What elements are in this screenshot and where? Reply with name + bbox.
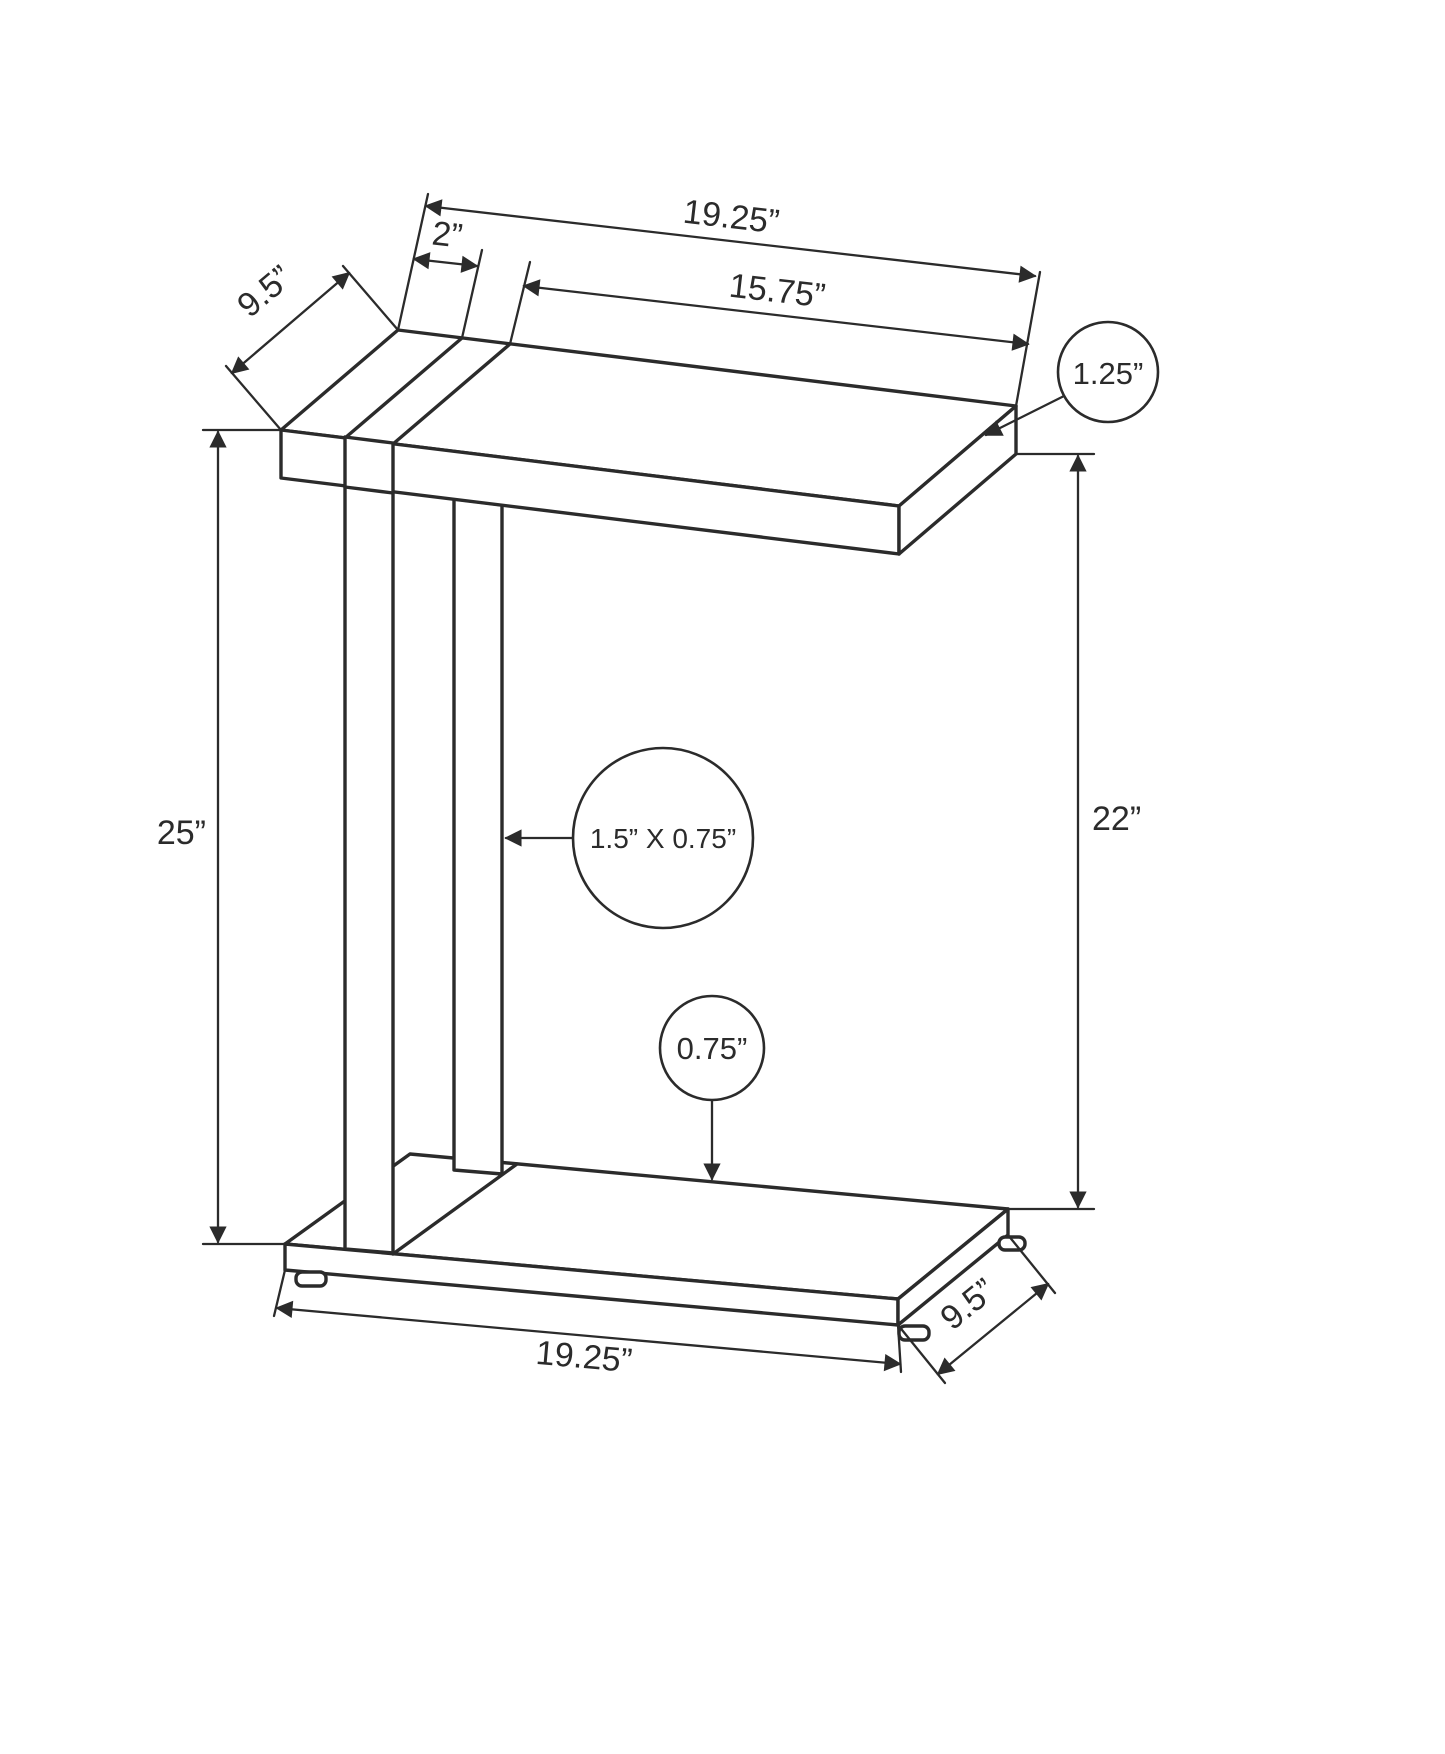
extension-line bbox=[224, 364, 283, 432]
base-joint-line bbox=[391, 1162, 519, 1256]
label-overall-height: 25” bbox=[157, 814, 206, 852]
tabletop-joint-line-right bbox=[391, 342, 512, 446]
extension-line bbox=[508, 260, 532, 346]
label-top-edge-inset: 2” bbox=[430, 214, 464, 255]
dim-line-top-clear-width bbox=[522, 279, 1030, 351]
label-top-width: 19.25” bbox=[681, 193, 781, 242]
label-base-width: 19.25” bbox=[534, 1334, 633, 1380]
tabletop-end-face bbox=[897, 404, 1018, 556]
label-top-thickness: 1.25” bbox=[1073, 356, 1144, 391]
extension-line bbox=[396, 192, 430, 332]
foot-front-left bbox=[294, 1270, 328, 1288]
dim-line-base-width bbox=[275, 1300, 902, 1372]
label-top-depth: 9.5” bbox=[230, 258, 299, 325]
extension-line bbox=[460, 248, 484, 340]
label-leg-cross-section: 1.5” X 0.75” bbox=[590, 823, 736, 854]
dim-line-base-depth bbox=[936, 1282, 1050, 1376]
tabletop-bottom-edge-over-leg bbox=[343, 485, 395, 495]
label-base-thickness: 0.75” bbox=[677, 1031, 748, 1066]
leader-top-thickness bbox=[984, 394, 1066, 437]
dim-line-top-edge-inset bbox=[412, 252, 479, 273]
callout-circle-top-thickness bbox=[1056, 320, 1160, 424]
table-drawing bbox=[279, 328, 1027, 1342]
front-leg bbox=[343, 435, 395, 1255]
label-top-clear-width: 15.75” bbox=[727, 267, 827, 316]
label-open-height: 22” bbox=[1092, 800, 1141, 838]
extension-line bbox=[341, 264, 400, 332]
tabletop-joint-line-left bbox=[343, 336, 464, 440]
extension-line bbox=[1014, 270, 1042, 408]
dim-line-top-width bbox=[424, 199, 1037, 283]
back-leg bbox=[452, 497, 504, 1176]
dim-line-top-depth bbox=[230, 271, 351, 375]
